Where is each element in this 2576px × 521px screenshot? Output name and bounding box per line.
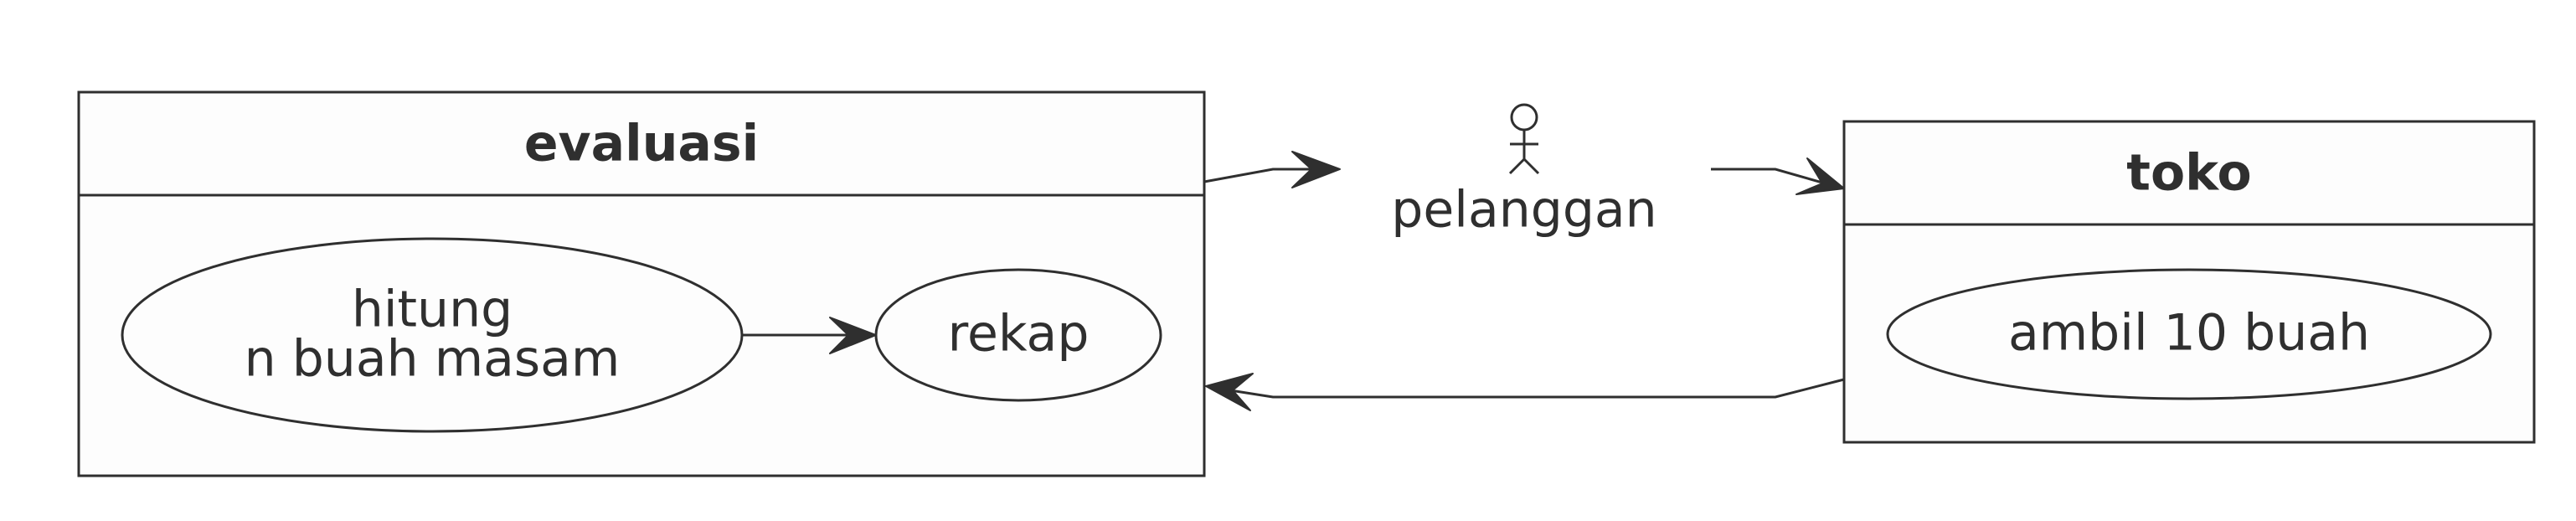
edge-toko-to-evaluasi [1205,373,1845,411]
usecase-rekap-label: rekap [948,305,1090,364]
edge-evaluasi-to-pelanggan-arrowhead [1291,151,1341,188]
usecase-ambil-ellipse [1886,268,2492,400]
usecase-ambil: ambil 10 buah [1886,268,2492,400]
package-evaluasi-title: evaluasi [524,115,759,173]
edge-pelanggan-to-toko [1711,157,1845,195]
usecase-hitung: hitung n buah masam [121,237,744,433]
usecase-rekap: rekap [874,268,1162,402]
usecase-hitung-label-line-2: n buah masam [245,330,621,389]
package-toko: toko ambil 10 buah [1842,120,2536,444]
edge-pelanggan-to-toko-arrowhead [1795,157,1845,195]
edge-evaluasi-to-pelanggan [1203,151,1341,188]
package-evaluasi: evaluasi hitung n buah masam rekap [77,90,1206,477]
stick-figure-icon [1508,103,1540,175]
usecase-ambil-label: ambil 10 buah [2008,304,2370,363]
edge-rekap-from-hitung-arrowhead [829,317,877,354]
actor-pelanggan-label: pelanggan [1391,181,1656,240]
usecase-hitung-label-line-1: hitung [352,281,513,339]
edge-toko-to-evaluasi-arrowhead [1205,373,1254,411]
edge-rekap-from-hitung [742,317,877,354]
actor-pelanggan: pelanggan [1391,103,1657,240]
package-toko-title: toko [2126,144,2251,203]
